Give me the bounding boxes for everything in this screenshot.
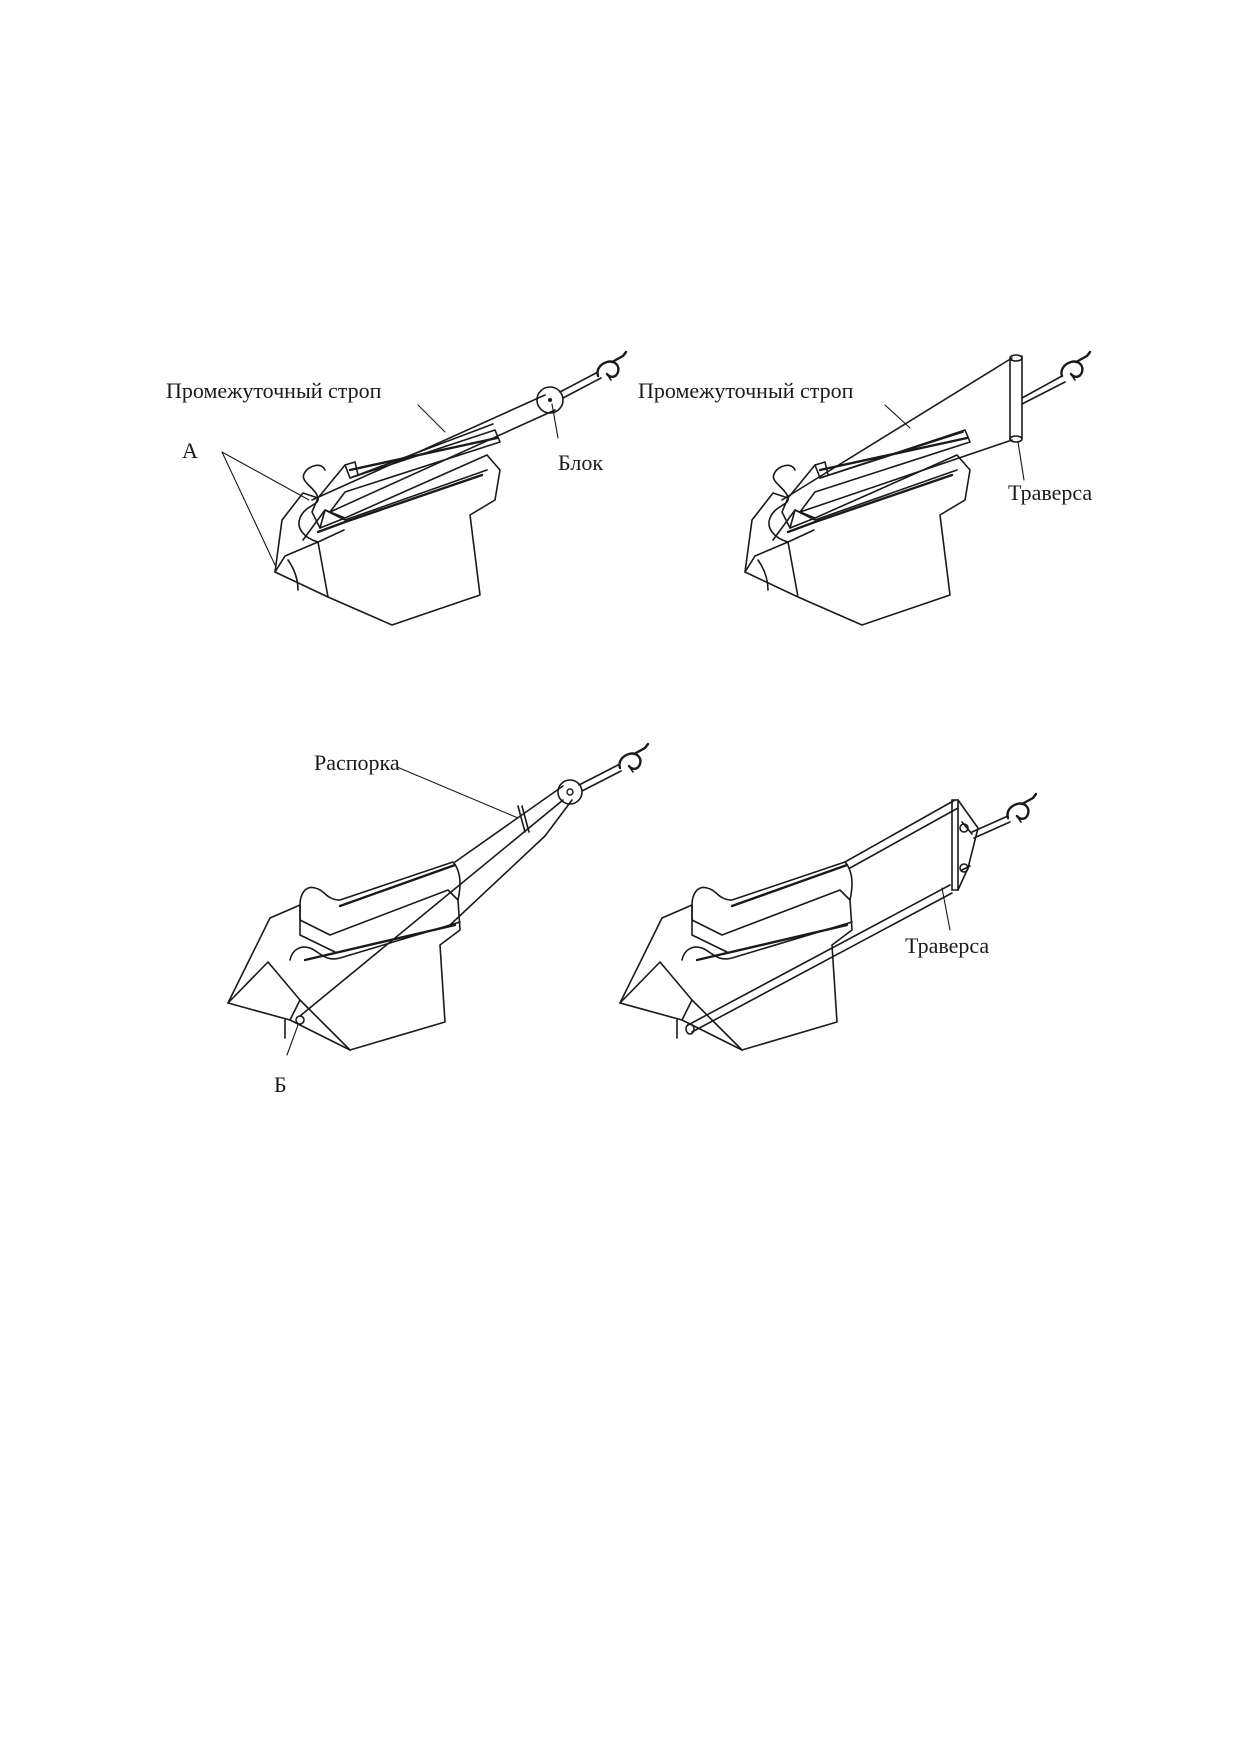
figure-bottom-right: Траверса xyxy=(619,792,1038,1051)
sling-label: Промежуточный строп xyxy=(166,378,382,403)
hook-icon xyxy=(1006,792,1038,823)
hook-icon xyxy=(618,742,650,773)
hook-icon xyxy=(596,350,628,381)
traverse-label: Траверса xyxy=(1008,480,1092,505)
pulley-block xyxy=(536,371,602,414)
block-label: Блок xyxy=(558,450,603,475)
block-body xyxy=(619,861,853,1051)
point-b-label: Б xyxy=(274,1072,287,1097)
hook-icon xyxy=(1060,350,1092,381)
figure-top-left: Промежуточный строп А Блок xyxy=(166,350,628,626)
traverse-bar xyxy=(1009,354,1066,443)
sling-lines xyxy=(299,785,573,1017)
block-body xyxy=(274,429,501,626)
figure-top-right: Промежуточный строп Траверса xyxy=(638,350,1092,626)
spreader-label: Распорка xyxy=(314,750,400,775)
traverse-label: Траверса xyxy=(905,933,989,958)
block-body xyxy=(227,861,461,1051)
leader-lines xyxy=(286,766,519,1056)
leader-lines xyxy=(884,404,1025,481)
traverse-bar xyxy=(685,799,1011,1035)
intermediate-sling xyxy=(311,394,556,513)
figure-bottom-left: Распорка Б xyxy=(227,742,650,1097)
sling-label: Промежуточный строп xyxy=(638,378,854,403)
point-b-marker xyxy=(295,1015,305,1025)
intermediate-sling xyxy=(781,357,1013,513)
block-body xyxy=(744,429,971,626)
leader-lines xyxy=(941,887,951,931)
pulley-block xyxy=(557,764,622,805)
point-a-label: А xyxy=(182,438,198,463)
leader-lines xyxy=(221,403,559,566)
spreader-bar xyxy=(517,805,530,833)
